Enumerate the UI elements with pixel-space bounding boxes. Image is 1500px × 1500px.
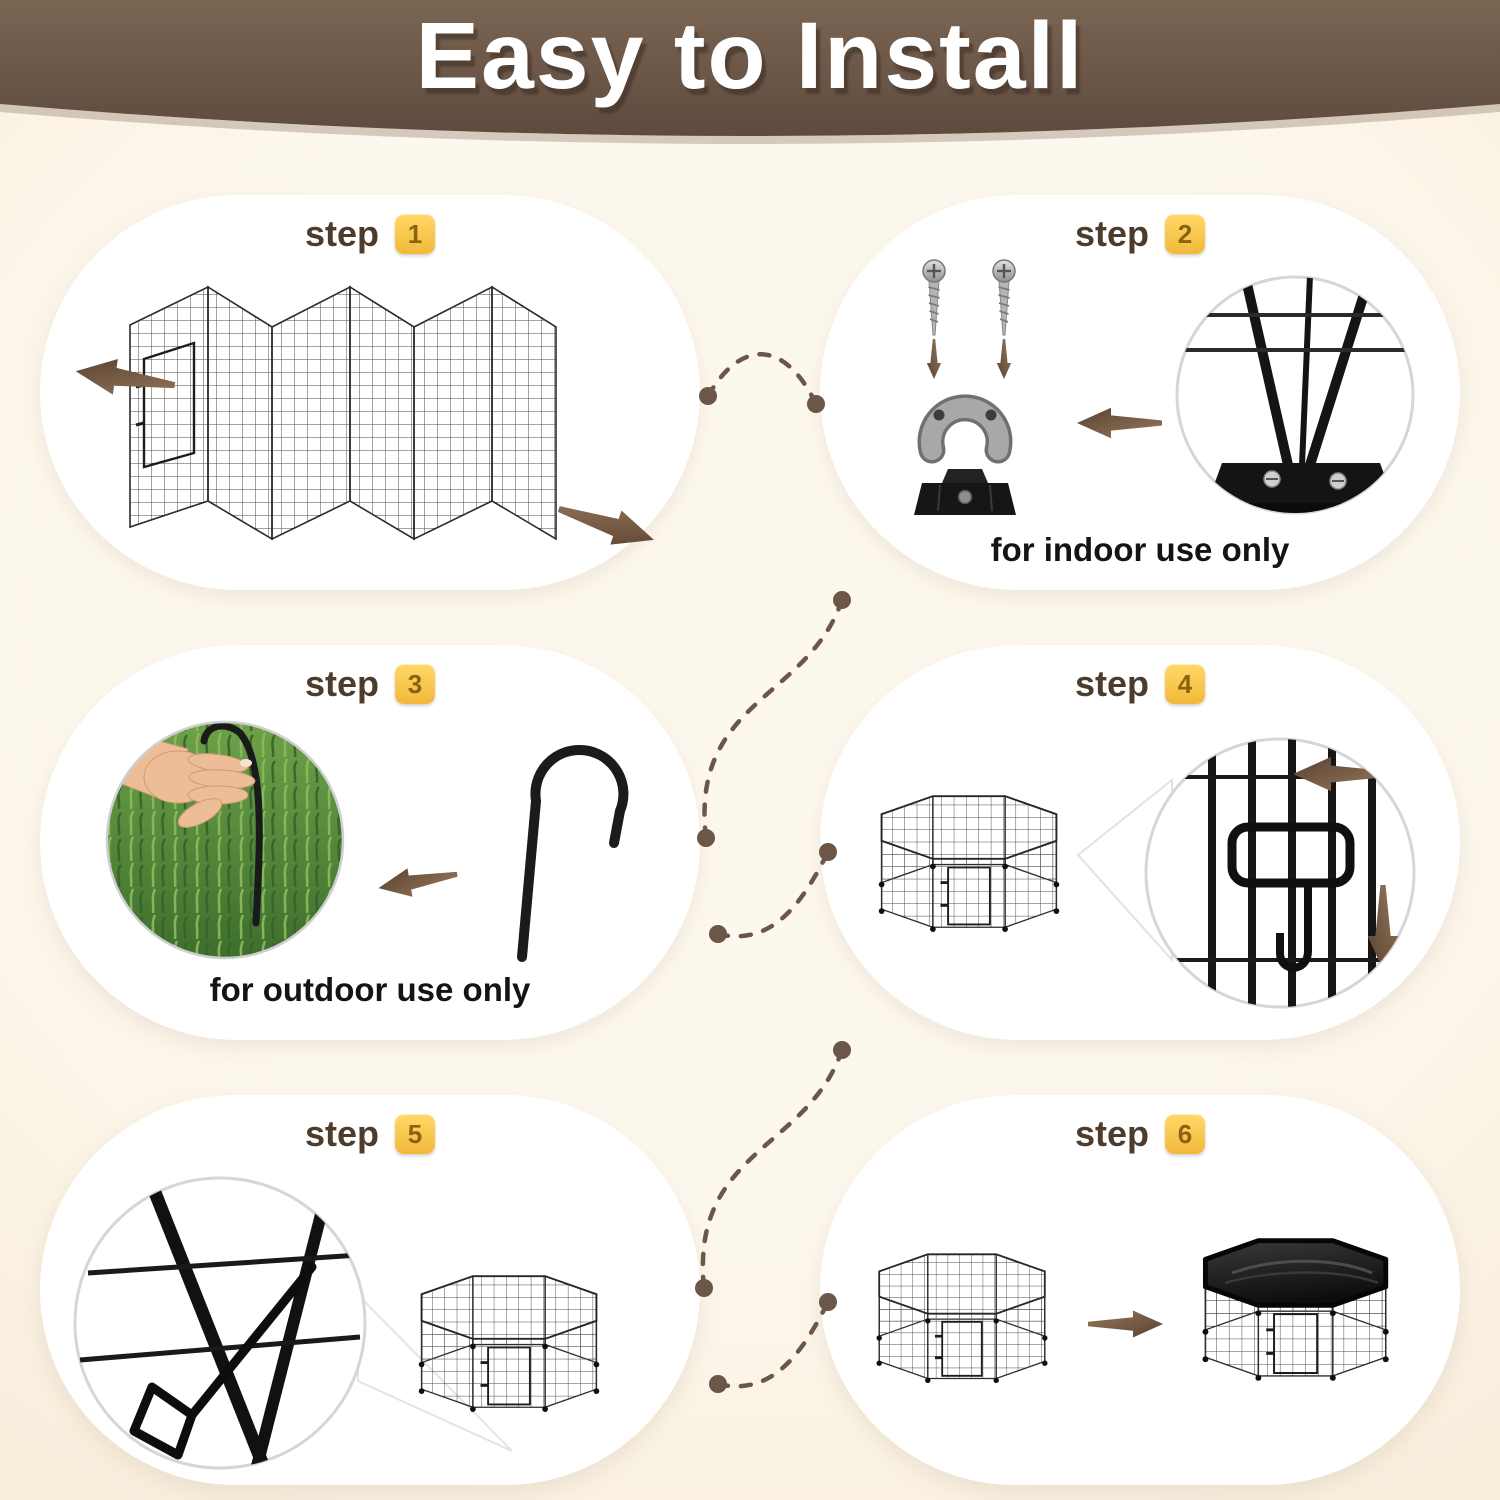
step-2-number-badge: 2 bbox=[1165, 214, 1206, 254]
step-6-label: step bbox=[1074, 1113, 1150, 1154]
step-1-card: step 1 bbox=[40, 195, 700, 590]
connector-step5-step6 bbox=[715, 1299, 831, 1389]
indoor-foot-assembly-illustration bbox=[914, 259, 1415, 515]
screw-icon bbox=[922, 259, 946, 336]
playpen-illustration bbox=[417, 1274, 601, 1414]
screw-icon bbox=[992, 259, 1016, 336]
step-3-card: step 3 bbox=[40, 645, 700, 1040]
wire-panels bbox=[129, 285, 557, 541]
step-2-card: step 2 bbox=[820, 195, 1460, 590]
step-6-header: step 6 bbox=[1074, 1113, 1206, 1155]
latch-loop bbox=[1227, 822, 1355, 888]
unfold-right-arrow-icon bbox=[553, 491, 660, 555]
step-5-header: step 5 bbox=[304, 1113, 436, 1155]
attach-left-arrow-icon bbox=[1077, 407, 1162, 439]
folded-panels-illustration bbox=[73, 285, 660, 555]
step-5-label: step bbox=[304, 1113, 380, 1154]
rubber-foot-icon bbox=[914, 469, 1016, 515]
cover-right-arrow-icon bbox=[1088, 1310, 1163, 1338]
step-1-header: step 1 bbox=[304, 213, 436, 255]
step-3-label: step bbox=[304, 663, 380, 704]
stake-arrow-icon bbox=[375, 860, 460, 903]
covered-playpen-illustration bbox=[1201, 1238, 1391, 1383]
step-2-label: step bbox=[1074, 213, 1150, 254]
latch-assembly-illustration bbox=[877, 737, 1416, 1009]
screw-down-arrow-icon bbox=[996, 339, 1012, 379]
latch-hook bbox=[1276, 883, 1312, 972]
step-5-card: step 5 bbox=[40, 1095, 700, 1485]
connector-step2-step3 bbox=[702, 597, 845, 841]
step-4-header: step 4 bbox=[1074, 663, 1206, 705]
anchor-detail bbox=[79, 1182, 361, 1468]
indoor-caption: for indoor use only bbox=[990, 531, 1290, 568]
j-hook-stake-icon bbox=[517, 744, 629, 962]
connector-step4-step5 bbox=[700, 1047, 845, 1291]
connector-step1-step2 bbox=[705, 352, 819, 407]
step-4-card: step 4 bbox=[820, 645, 1460, 1040]
latch-detail bbox=[1155, 739, 1410, 1007]
cover-installation-illustration bbox=[875, 1238, 1391, 1385]
panel-door bbox=[142, 341, 196, 469]
anchor-loop bbox=[129, 1382, 197, 1460]
stake-anchor-illustration bbox=[73, 1176, 601, 1470]
anchor-shaft bbox=[187, 1262, 317, 1420]
screw-down-arrow-icon bbox=[926, 339, 942, 379]
outdoor-stake-illustration bbox=[105, 720, 629, 962]
title-banner bbox=[0, 0, 1500, 144]
step-3-number-badge: 3 bbox=[395, 664, 436, 704]
step-2-header: step 2 bbox=[1074, 213, 1206, 255]
step-1-number-badge: 1 bbox=[395, 214, 436, 254]
step-5-number-badge: 5 bbox=[395, 1114, 436, 1154]
ground-stake bbox=[236, 729, 263, 927]
step-4-label: step bbox=[1074, 663, 1150, 704]
step-4-number-badge: 4 bbox=[1165, 664, 1206, 704]
page-title: Easy to Install bbox=[415, 3, 1085, 109]
playpen-illustration bbox=[875, 1252, 1049, 1385]
step-6-card: step 6 bbox=[820, 1095, 1460, 1485]
u-bracket-icon bbox=[917, 394, 1013, 464]
step-1-label: step bbox=[304, 213, 380, 254]
playpen-illustration bbox=[877, 794, 1061, 934]
step-3-header: step 3 bbox=[304, 663, 436, 705]
step-6-number-badge: 6 bbox=[1165, 1114, 1206, 1154]
connector-step3-step4 bbox=[715, 849, 831, 939]
grass-photo bbox=[107, 722, 343, 958]
outdoor-caption: for outdoor use only bbox=[209, 971, 531, 1008]
